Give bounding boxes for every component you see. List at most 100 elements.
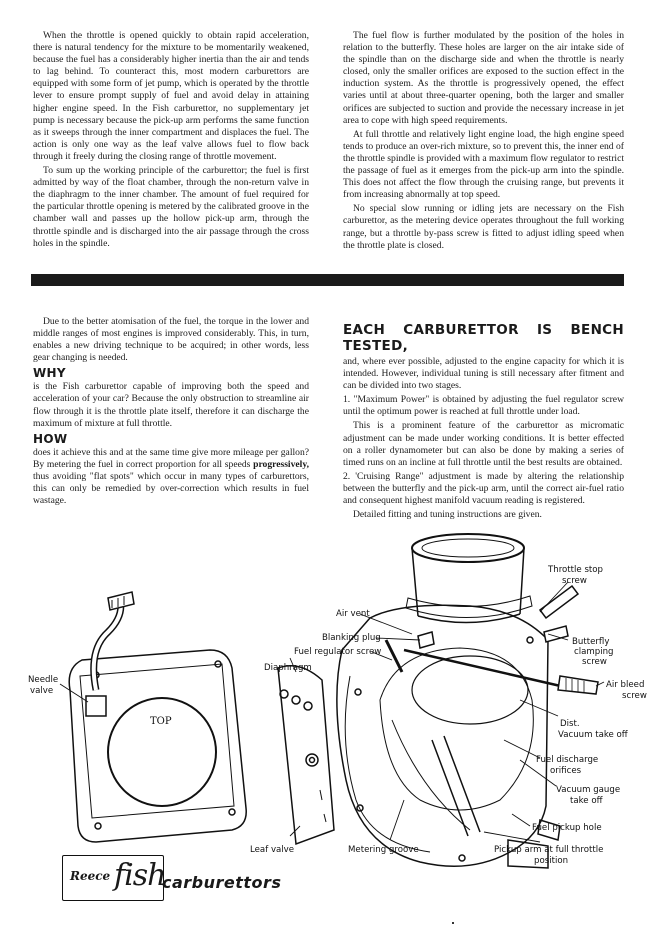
- leaf-valve-disc: [305, 753, 319, 767]
- leader-line: [289, 825, 301, 837]
- diaphragm-dash: [319, 789, 327, 823]
- mid-left-column: Due to the better atomisation of the fue…: [33, 316, 309, 507]
- label-pickup-arm: position: [534, 856, 568, 866]
- cover-screw: [94, 822, 102, 830]
- needle-valve-body: [85, 695, 107, 717]
- label-pickup-arm: Pickup arm at full throttle: [494, 845, 603, 855]
- bench-tested-heading: EACH CARBURETTOR IS BENCH TESTED,: [343, 322, 624, 354]
- body-screw: [354, 688, 362, 696]
- top-left-column: When the throttle is opened quickly to o…: [33, 30, 309, 250]
- how-heading: HOW: [33, 431, 68, 446]
- paragraph: 1. "Maximum Power" is obtained by adjust…: [343, 394, 624, 418]
- blanking-plug: [417, 631, 435, 649]
- main-body: [336, 604, 549, 867]
- label-needle-valve: valve: [30, 686, 53, 696]
- emphasis-text: progressively,: [253, 458, 309, 470]
- label-leaf-valve: Leaf valve: [250, 845, 294, 855]
- paragraph: and, where ever possible, adjusted to th…: [343, 356, 624, 392]
- label-dist: Dist.: [560, 719, 580, 729]
- body-screw: [458, 854, 466, 862]
- logo-reece-text: Reece: [70, 869, 111, 883]
- paragraph: When the throttle is opened quickly to o…: [33, 30, 309, 162]
- body-base: [507, 839, 549, 869]
- paragraph: The fuel flow is further modulated by th…: [343, 30, 624, 126]
- air-intake-top: [411, 533, 525, 563]
- fuel-inlet-pipe: [91, 599, 123, 691]
- leader-line: [389, 799, 405, 841]
- text-span: does it achieve this and at the same tim…: [33, 446, 309, 470]
- horizontal-rule: [31, 274, 624, 286]
- logo-fish-text: fish: [114, 858, 166, 893]
- fuel-inlet-union: [107, 591, 135, 611]
- leader-line: [519, 759, 557, 787]
- cover-screw: [214, 660, 222, 668]
- paragraph: Due to the better atomisation of the fue…: [33, 316, 309, 364]
- label-air-vent: Air vent: [336, 609, 370, 619]
- page-mark: [452, 922, 454, 924]
- label-dist: Vacuum take off: [558, 730, 629, 740]
- cover-screw: [228, 808, 236, 816]
- vacuum-spigot: [537, 819, 561, 841]
- leader-line: [289, 657, 297, 673]
- float-chamber-window: [107, 697, 217, 807]
- label-vacuum-gauge: take off: [570, 796, 604, 806]
- carburettor-diagram: Throttle stop screw Air vent Blanking pl…: [28, 533, 647, 869]
- diaphragm-hole: [279, 689, 289, 699]
- reece-fish-logo: Reece fish carburettors: [62, 855, 281, 903]
- leader-line: [375, 637, 421, 641]
- paragraph: is the Fish carburettor capable of impro…: [33, 381, 309, 429]
- top-marking: TOP: [150, 716, 172, 727]
- label-vacuum-gauge: Vacuum gauge: [556, 785, 620, 795]
- why-heading: WHY: [33, 366, 66, 381]
- leader-line: [483, 831, 541, 843]
- label-butterfly: clamping: [574, 647, 614, 657]
- paragraph: To sum up the working principle of the c…: [33, 165, 309, 249]
- butterfly: [411, 655, 529, 725]
- paragraph: 2. 'Cruising Range" adjustment is made b…: [343, 470, 624, 507]
- leader-line: [539, 581, 569, 613]
- paragraph: does it achieve this and at the same tim…: [33, 447, 309, 507]
- leader-line: [59, 683, 89, 703]
- paragraph: No special slow running or idling jets a…: [343, 203, 624, 251]
- intake-flange: [405, 595, 533, 618]
- diaphragm-hole: [291, 695, 301, 705]
- paragraph: Detailed fitting and tuning instructions…: [353, 509, 542, 521]
- top-right-column: The fuel flow is further modulated by th…: [343, 30, 624, 252]
- fuel-inlet-union: [111, 596, 125, 608]
- logo-carburettors-text: carburettors: [162, 873, 282, 892]
- leader-line: [547, 633, 569, 641]
- metering-groove-arc: [391, 719, 471, 831]
- body-screw: [526, 636, 534, 644]
- leaf-valve-disc: [308, 756, 316, 764]
- label-throttle-stop: screw: [562, 576, 587, 586]
- label-air-bleed: screw: [622, 691, 647, 701]
- label-butterfly: Butterfly: [572, 637, 609, 647]
- diaphragm-hole: [303, 701, 313, 711]
- leader-line: [371, 651, 393, 661]
- label-fuel-pickup-hole: Fuel pickup hole: [532, 823, 602, 833]
- air-intake-base: [417, 613, 521, 624]
- label-metering-groove: Metering groove: [348, 845, 419, 855]
- logo-frame: [62, 855, 164, 901]
- fuel-regulator-screw: [384, 639, 404, 673]
- text-span: thus avoiding "flat spots" which occur i…: [33, 470, 309, 507]
- leader-line: [359, 613, 413, 635]
- paragraph: At full throttle and relatively light en…: [343, 128, 624, 201]
- label-butterfly: screw: [582, 657, 607, 667]
- body-flange: [344, 675, 431, 853]
- diaphragm: [277, 665, 335, 846]
- internal-chamber: [379, 647, 534, 811]
- butterfly-clamping-screw: [543, 625, 569, 643]
- mid-right-column: EACH CARBURETTOR IS BENCH TESTED, and, w…: [343, 322, 624, 521]
- leader-line: [503, 739, 541, 759]
- label-fuel-regulator-screw: Fuel regulator screw: [294, 647, 381, 657]
- paragraph: This is a prominent feature of the carbu…: [343, 420, 624, 468]
- label-throttle-stop: Throttle stop: [547, 565, 603, 575]
- leader-line: [519, 699, 559, 717]
- pickup-arm: [431, 735, 481, 837]
- label-blanking-plug: Blanking plug: [322, 633, 381, 643]
- air-bleed-thread: [565, 678, 585, 693]
- label-needle-valve: Needle: [28, 675, 58, 685]
- throttle-stop-lever: [538, 584, 580, 620]
- leader-line: [511, 813, 531, 827]
